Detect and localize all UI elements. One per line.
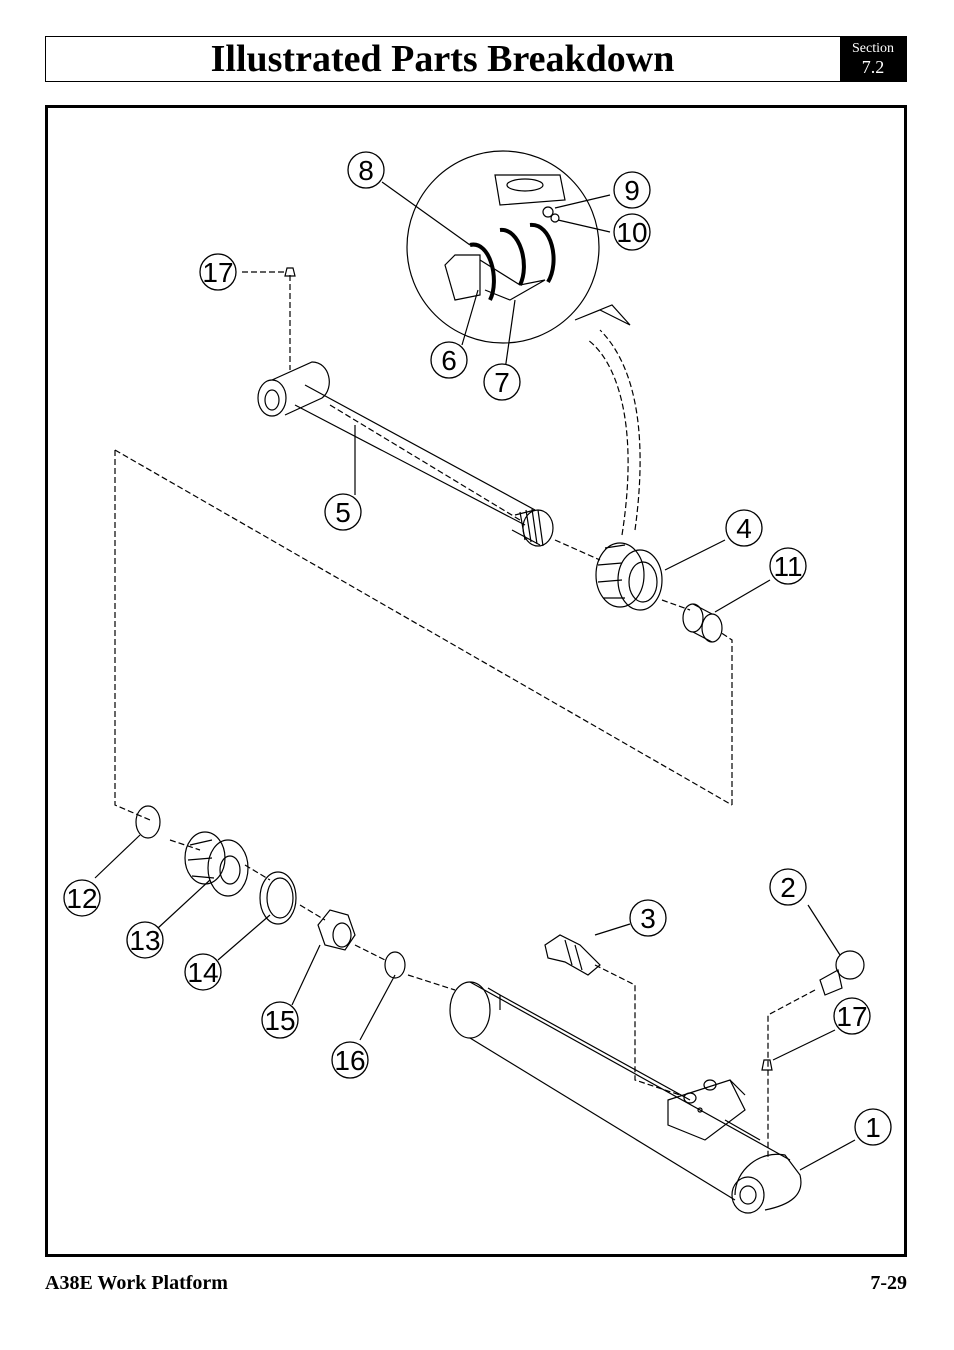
- cartridge-part-3: [544, 934, 601, 976]
- callout-16: 16: [331, 1041, 369, 1079]
- svg-text:17: 17: [202, 257, 233, 288]
- callout-17-bottom: 17: [833, 997, 871, 1035]
- svg-text:14: 14: [187, 957, 218, 988]
- svg-text:3: 3: [640, 903, 656, 934]
- footer-page-number: 7-29: [870, 1272, 907, 1294]
- svg-text:1: 1: [865, 1112, 881, 1143]
- callout-5: 5: [324, 493, 362, 531]
- relief-part-2: [819, 950, 865, 996]
- piston-part-4: [595, 542, 663, 611]
- svg-text:7: 7: [494, 367, 510, 398]
- callout-14: 14: [184, 953, 222, 991]
- callout-10: 10: [613, 213, 651, 251]
- footer-product-name: A38E Work Platform: [45, 1272, 228, 1294]
- callouts: 8 9 10 17 6 7 5 4 11 2 12 3 13 14 17 15 …: [63, 151, 892, 1146]
- callout-17-top: 17: [199, 253, 237, 291]
- wearring-part-14: [259, 871, 297, 925]
- callout-8: 8: [347, 151, 385, 189]
- svg-text:11: 11: [773, 551, 802, 582]
- page-header: Illustrated Parts Breakdown Section 7.2: [45, 36, 907, 82]
- piston-detail: [444, 174, 566, 301]
- svg-text:17: 17: [836, 1001, 867, 1032]
- oring-part-16: [384, 951, 406, 979]
- svg-text:2: 2: [780, 872, 796, 903]
- svg-text:4: 4: [736, 513, 752, 544]
- diagram-frame: [45, 105, 907, 1257]
- callout-6: 6: [430, 341, 468, 379]
- assembly-guides: [114, 271, 816, 1160]
- barrel-part-1: [449, 981, 802, 1214]
- section-badge: Section 7.2: [838, 37, 906, 81]
- callout-2: 2: [769, 868, 807, 906]
- callout-7: 7: [483, 363, 521, 401]
- callout-11: 11: [769, 547, 807, 585]
- gland-part-13: [184, 831, 249, 897]
- svg-text:6: 6: [441, 345, 457, 376]
- callout-4: 4: [725, 509, 763, 547]
- callout-3: 3: [629, 899, 667, 937]
- svg-text:8: 8: [358, 155, 374, 186]
- page-title: Illustrated Parts Breakdown: [210, 38, 675, 80]
- section-label: Section: [852, 41, 894, 56]
- svg-text:12: 12: [66, 883, 97, 914]
- svg-text:15: 15: [264, 1005, 295, 1036]
- svg-text:10: 10: [616, 217, 647, 248]
- svg-text:9: 9: [624, 175, 640, 206]
- callout-12: 12: [63, 879, 101, 917]
- nut-part-15: [317, 909, 356, 951]
- svg-text:5: 5: [335, 497, 351, 528]
- callout-1: 1: [854, 1108, 892, 1146]
- section-number: 7.2: [861, 57, 885, 77]
- grease-fittings: [284, 267, 773, 1071]
- bushing-part-11: [682, 603, 723, 643]
- callout-15: 15: [261, 1001, 299, 1039]
- callout-9: 9: [613, 171, 651, 209]
- svg-text:13: 13: [129, 925, 160, 956]
- callout-13: 13: [126, 921, 164, 959]
- leader-lines: [94, 181, 856, 1171]
- oring-part-12: [135, 805, 161, 839]
- rod-part-5: [257, 361, 554, 547]
- detail-circle: [406, 150, 631, 344]
- svg-text:16: 16: [334, 1045, 365, 1076]
